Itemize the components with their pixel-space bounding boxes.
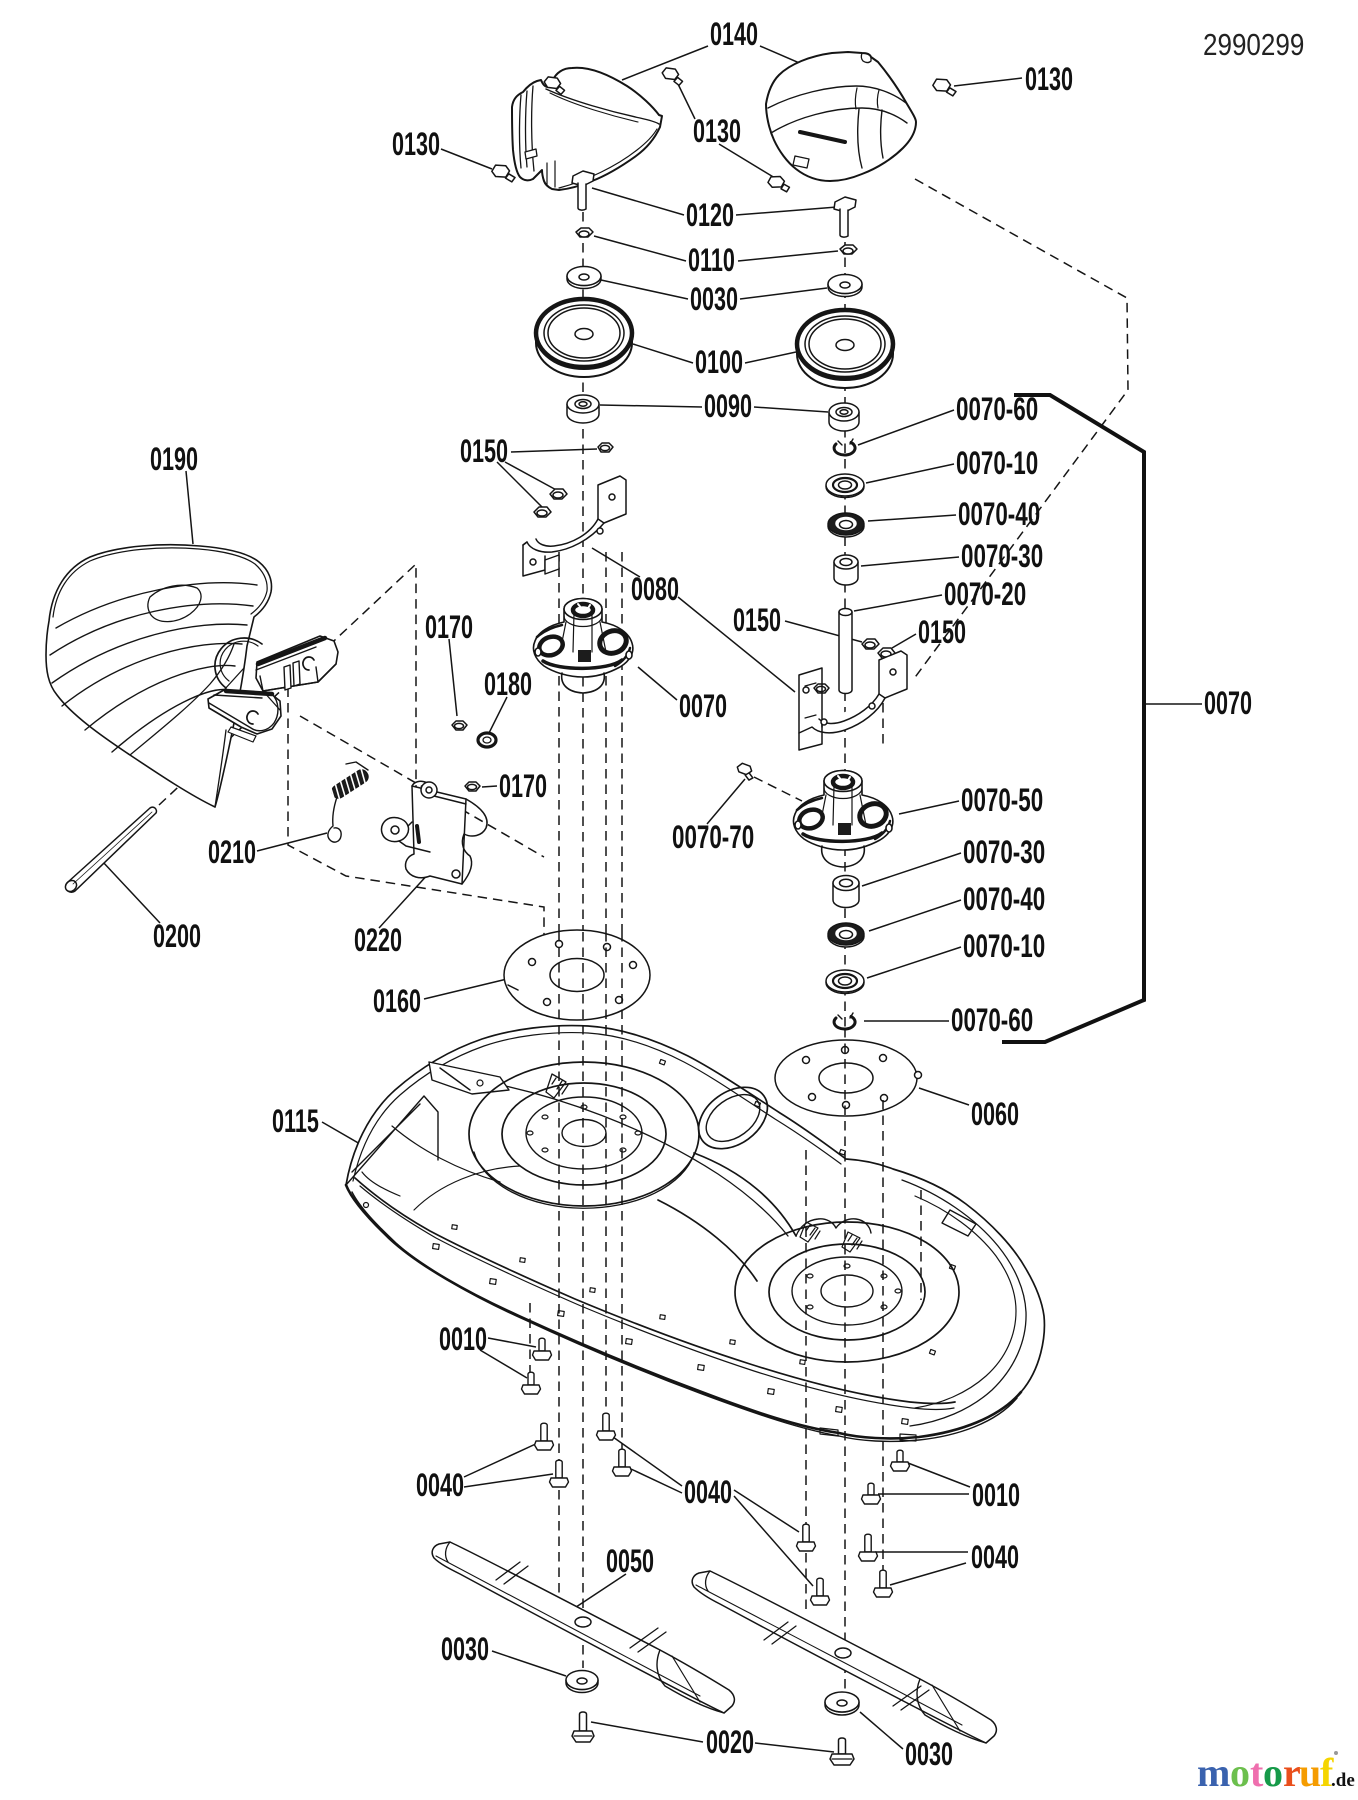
svg-text:0030: 0030 (690, 281, 738, 317)
svg-text:0060: 0060 (971, 1096, 1019, 1132)
svg-text:.de: .de (1331, 1770, 1355, 1791)
svg-text:0130: 0130 (1025, 61, 1073, 97)
svg-text:0030: 0030 (905, 1736, 953, 1772)
svg-text:0070: 0070 (1204, 685, 1252, 721)
svg-text:f: f (1320, 1750, 1334, 1795)
svg-text:0070: 0070 (679, 688, 727, 724)
svg-text:0040: 0040 (684, 1474, 732, 1510)
svg-text:0180: 0180 (484, 666, 532, 702)
svg-text:0130: 0130 (693, 113, 741, 149)
svg-text:0030: 0030 (441, 1631, 489, 1667)
svg-text:0170: 0170 (499, 768, 547, 804)
svg-text:0070-30: 0070-30 (961, 538, 1043, 574)
svg-text:0150: 0150 (733, 602, 781, 638)
svg-text:0190: 0190 (150, 441, 198, 477)
svg-text:0070-40: 0070-40 (958, 496, 1040, 532)
svg-text:0070-10: 0070-10 (956, 445, 1038, 481)
svg-text:0110: 0110 (688, 242, 735, 278)
svg-text:2990299: 2990299 (1203, 28, 1304, 63)
svg-text:o: o (1263, 1750, 1283, 1795)
svg-text:m: m (1197, 1750, 1230, 1795)
svg-text:0020: 0020 (706, 1724, 754, 1760)
svg-text:0120: 0120 (686, 197, 734, 233)
svg-text:0150: 0150 (460, 433, 508, 469)
svg-text:0070-70: 0070-70 (672, 819, 754, 855)
svg-text:0220: 0220 (354, 922, 402, 958)
svg-text:0115: 0115 (272, 1103, 319, 1139)
svg-text:0140: 0140 (710, 16, 758, 52)
svg-text:0130: 0130 (392, 126, 440, 162)
svg-text:t: t (1250, 1750, 1264, 1795)
svg-text:0070-60: 0070-60 (956, 391, 1038, 427)
svg-text:0010: 0010 (972, 1477, 1020, 1513)
svg-text:0040: 0040 (416, 1467, 464, 1503)
svg-text:0070-10: 0070-10 (963, 928, 1045, 964)
svg-text:r: r (1283, 1750, 1301, 1795)
svg-text:0100: 0100 (695, 344, 743, 380)
svg-text:0080: 0080 (631, 571, 679, 607)
svg-text:0050: 0050 (606, 1543, 654, 1579)
svg-text:u: u (1299, 1750, 1321, 1795)
svg-text:0070-30: 0070-30 (963, 834, 1045, 870)
svg-text:o: o (1230, 1750, 1250, 1795)
svg-text:0070-40: 0070-40 (963, 881, 1045, 917)
svg-text:0090: 0090 (704, 388, 752, 424)
svg-text:0200: 0200 (153, 918, 201, 954)
svg-text:0150: 0150 (918, 614, 966, 650)
svg-text:0070-20: 0070-20 (944, 576, 1026, 612)
svg-text:0070-50: 0070-50 (961, 782, 1043, 818)
svg-text:0170: 0170 (425, 609, 473, 645)
svg-text:0040: 0040 (971, 1539, 1019, 1575)
svg-text:0010: 0010 (439, 1321, 487, 1357)
svg-text:0160: 0160 (373, 983, 421, 1019)
svg-text:0210: 0210 (208, 834, 256, 870)
svg-text:0070-60: 0070-60 (951, 1002, 1033, 1038)
